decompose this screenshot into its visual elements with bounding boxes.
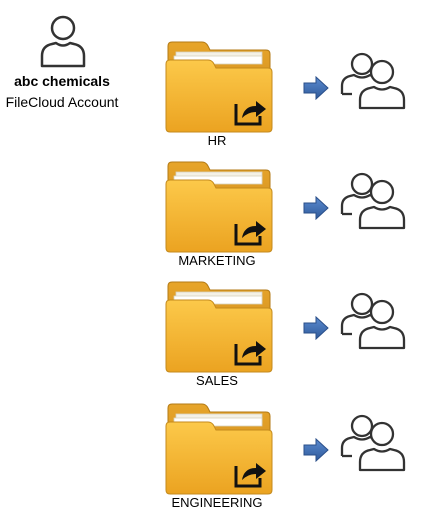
- arrow-right-icon: [303, 76, 329, 100]
- folder-label: ENGINEERING: [171, 495, 263, 510]
- account-subtitle: FileCloud Account: [5, 94, 119, 110]
- folder-row-engineering: ENGINEERING: [0, 400, 433, 520]
- shared-folder-icon[interactable]: [162, 278, 274, 374]
- user-group-icon: [340, 172, 406, 230]
- account-block: abc chemicals FileCloud Account: [0, 0, 433, 130]
- arrow-right-icon: [303, 196, 329, 220]
- arrow-right-icon: [303, 316, 329, 340]
- shared-folder-icon[interactable]: [162, 158, 274, 254]
- user-group-icon: [340, 292, 406, 350]
- shared-folder-icon[interactable]: [162, 38, 274, 134]
- user-icon: [40, 15, 86, 68]
- folder-label: MARKETING: [178, 253, 256, 268]
- folder-row-marketing: MARKETING: [0, 158, 433, 278]
- shared-folder-icon[interactable]: [162, 400, 274, 496]
- folder-label: HR: [207, 133, 227, 148]
- folder-row-sales: SALES: [0, 278, 433, 398]
- account-name: abc chemicals: [14, 73, 110, 89]
- folder-label: SALES: [196, 373, 238, 388]
- folder-row-hr: HR: [0, 38, 433, 158]
- user-group-icon: [340, 52, 406, 110]
- user-group-icon: [340, 414, 406, 472]
- arrow-right-icon: [303, 438, 329, 462]
